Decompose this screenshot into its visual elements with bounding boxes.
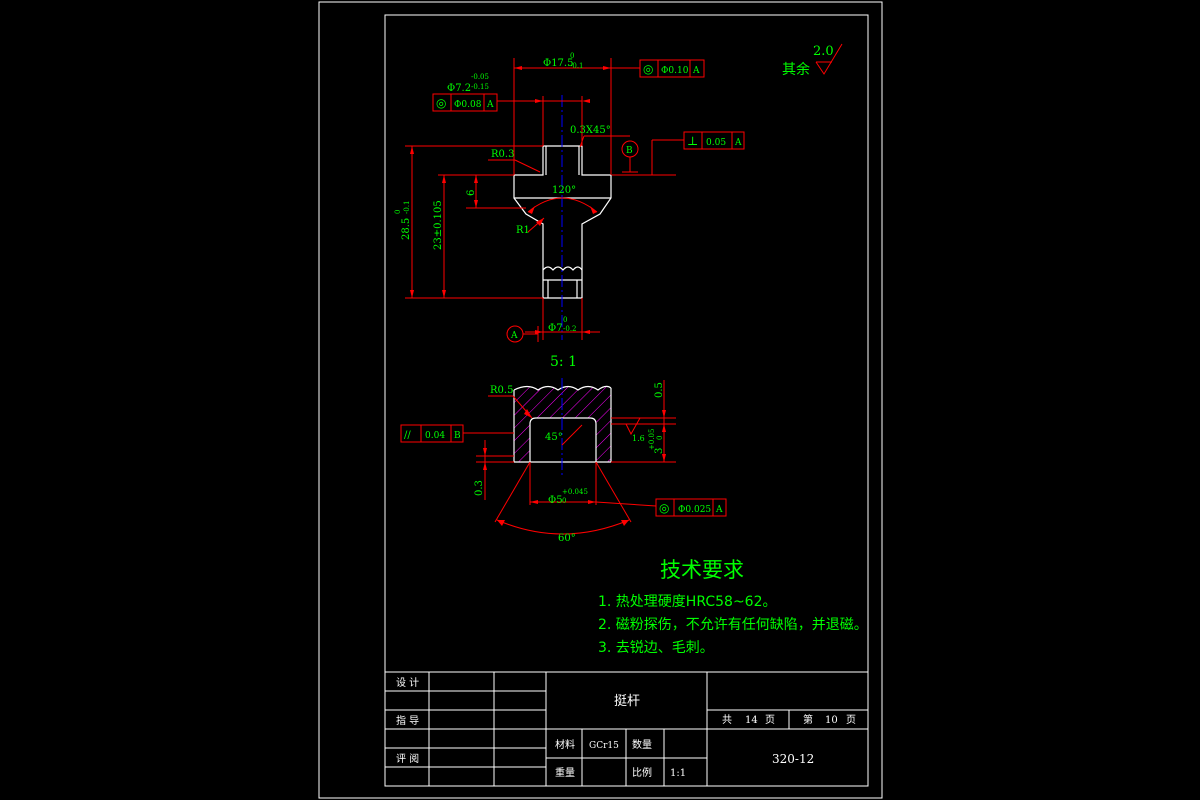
scale-note: 5: 1 (550, 354, 577, 370)
inner-frame (384, 14, 869, 787)
tol-value-coax-bot: Φ0.025 (678, 505, 711, 515)
tech-req-item: 3. 去锐边、毛刺。 (598, 640, 714, 656)
dim-r1: R1 (516, 225, 530, 236)
part-main-view: Φ17.5 0 -0.1 Φ7.2 -0.05 -0.15 0.3X45° R0… (394, 52, 745, 343)
tb-page-prefix: 第 (803, 713, 813, 726)
dim-3: 3 (654, 448, 665, 454)
dim-length-28-5-tol-low: -0.1 (403, 201, 411, 215)
roughness-1-6: 1.6 (632, 434, 645, 443)
surface-finish-label: 其余 (782, 61, 810, 78)
dim-d17-5-tol-low: -0.1 (570, 62, 584, 70)
datum-a-label: A (510, 331, 518, 341)
tb-guide-label: 指 导 (396, 714, 419, 727)
tol-datum-coax-bot: A (715, 505, 723, 515)
dim-0-5: 0.5 (654, 382, 665, 398)
tol-datum-perp: A (734, 138, 742, 148)
tol-symbol-coax-mid: ◎ (436, 96, 446, 110)
tb-material-value: GCr15 (589, 741, 619, 751)
dim-length-28-5: 28.5 (401, 218, 412, 240)
tech-req-item: 2. 磁粉探伤，不允许有任何缺陷，并退磁。 (598, 617, 868, 633)
dim-angle-120: 120° (552, 185, 576, 196)
tol-symbol-parallel: // (404, 430, 411, 441)
dim-d17-5-tol-up: 0 (570, 52, 574, 60)
dim-length-23: 23±0.105 (433, 200, 444, 250)
title-block: 设 计 指 导 评 阅 挺杆 材料 GCr15 数量 重量 比例 1:1 共 1… (385, 671, 868, 786)
roughness-icon (815, 43, 843, 75)
tol-frame-coax-top: ◎ Φ0.10 A (639, 59, 705, 78)
dim-angle-60: 60° (558, 533, 576, 544)
tol-frame-coax-bot: ◎ Φ0.025 A (655, 498, 727, 517)
dim-r0-5: R0.5 (490, 385, 513, 396)
tb-part-name: 挺杆 (614, 694, 640, 709)
dim-length-28-5-tol-up: 0 (394, 210, 402, 214)
tb-total-pages: 14 (745, 715, 758, 726)
tol-value-perp: 0.05 (706, 138, 726, 148)
dim-d7-2-tol-up: -0.05 (471, 73, 489, 81)
dim-3-tol-low: 0 (656, 436, 664, 440)
tol-value-coax-mid: Φ0.08 (454, 100, 482, 110)
tol-datum-parallel: B (454, 431, 461, 441)
tol-datum-coax-mid: A (486, 100, 494, 110)
detail-view: R0.5 45° 0.5 3 +0.05 0 1.6 0.3 Φ5 +0.045… (400, 378, 727, 544)
dim-d7-2: Φ7.2 (447, 83, 471, 94)
dim-d7-tol-low: -0.2 (563, 325, 577, 333)
surface-finish-value: 2.0 (813, 44, 834, 59)
dim-d5: Φ5 (548, 495, 563, 506)
tb-page-suffix: 页 (846, 714, 856, 726)
tb-material-label: 材料 (555, 738, 575, 751)
dim-d5-tol-low: 0 (562, 497, 566, 505)
tb-total-prefix: 共 (722, 714, 732, 726)
technical-requirements: 技术要求 1. 热处理硬度HRC58~62。 2. 磁粉探伤，不允许有任何缺陷，… (598, 558, 868, 656)
datum-b-circle (621, 140, 639, 158)
surface-finish: 其余 2.0 (782, 43, 843, 78)
tech-req-item: 1. 热处理硬度HRC58~62。 (598, 594, 777, 610)
dim-angle-45: 45° (545, 432, 563, 443)
outer-frame (318, 1, 883, 799)
dim-0-3: 0.3 (474, 480, 485, 496)
tol-datum-coax-top: A (692, 66, 700, 76)
tol-value-parallel: 0.04 (425, 431, 445, 441)
tb-scale-label: 比例 (632, 766, 652, 779)
tb-qty-label: 数量 (632, 738, 652, 751)
tol-symbol-perp: ⊥ (687, 134, 698, 148)
dim-height-6: 6 (466, 190, 477, 196)
tb-page-number: 10 (825, 715, 838, 726)
dim-d7-tol-up: 0 (563, 316, 567, 324)
tb-review-label: 评 阅 (396, 752, 419, 765)
dim-r0-3: R0.3 (491, 149, 514, 160)
dim-d7: Φ7 (548, 323, 563, 334)
tb-total-suffix: 页 (765, 714, 775, 726)
tol-frame-perp: ⊥ 0.05 A (683, 131, 745, 150)
tol-frame-parallel: // 0.04 B (400, 424, 464, 443)
tb-weight-label: 重量 (555, 766, 575, 779)
dim-3-tol-up: +0.05 (648, 429, 656, 450)
dim-chamfer: 0.3X45° (570, 125, 611, 136)
tol-symbol-coax-top: ◎ (643, 62, 653, 76)
dim-d7-2-tol-low: -0.15 (471, 83, 489, 91)
dim-d5-tol-up: +0.045 (562, 488, 588, 496)
tol-symbol-coax-bot: ◎ (659, 501, 669, 515)
tech-req-title: 技术要求 (660, 558, 744, 582)
datum-b-label: B (626, 146, 633, 156)
tol-value-coax-top: Φ0.10 (661, 66, 689, 76)
dim-d17-5: Φ17.5 (543, 58, 573, 69)
tb-drawing-number: 320-12 (772, 752, 814, 766)
tb-scale-value: 1:1 (670, 768, 686, 779)
tb-design-label: 设 计 (396, 676, 419, 689)
tol-frame-coax-mid: ◎ Φ0.08 A (432, 93, 498, 112)
